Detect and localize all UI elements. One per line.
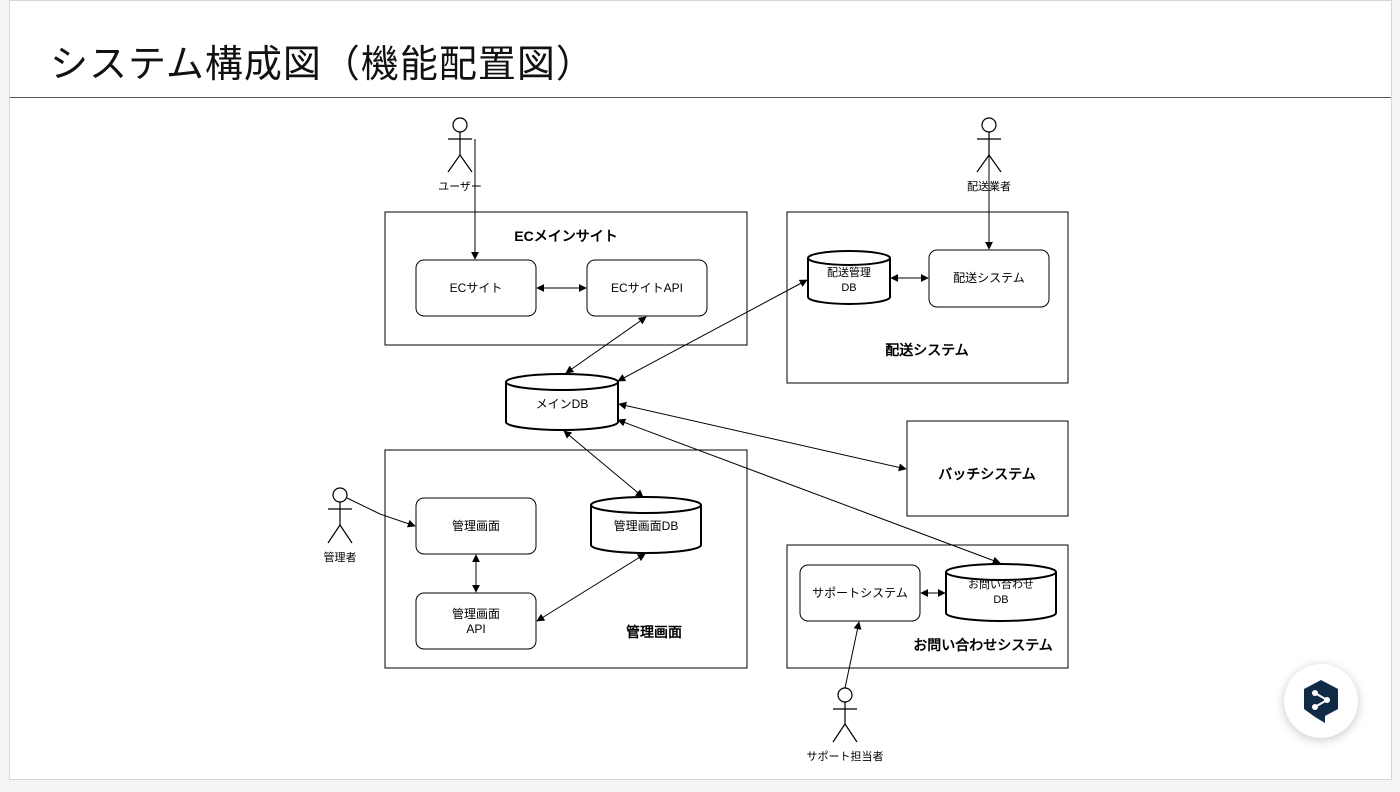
edge-main-db-inquiry-db	[617, 418, 1001, 565]
node-admin-screen	[415, 497, 537, 555]
node-delivery-system-label: 配送システム	[953, 270, 1025, 285]
edge-main-db-admin-db	[563, 430, 644, 498]
actor-user-icon	[447, 117, 473, 173]
title-bar: システム構成図（機能配置図）	[10, 1, 1391, 98]
actor-support-staff-label: サポート担当者	[807, 749, 884, 763]
db-delivery-label-2: DB	[841, 282, 856, 294]
db-main-label: メインDB	[536, 397, 589, 411]
node-support-system	[799, 564, 921, 622]
node-ec-site-label: ECサイト	[450, 281, 503, 295]
actor-support-staff-icon	[832, 687, 858, 743]
db-inquiry-label-1: お問い合わせ	[968, 577, 1034, 591]
node-support-system-label: サポートシステム	[812, 586, 908, 600]
actor-admin-icon	[327, 487, 353, 544]
edge-admin-api-admin-db	[536, 553, 646, 622]
node-ec-site	[415, 259, 537, 317]
db-main	[505, 373, 619, 431]
node-admin-screen-label: 管理画面	[452, 518, 500, 533]
edge-main-db-delivery-db	[617, 279, 808, 382]
deepl-translate-icon	[1304, 680, 1338, 723]
db-inquiry	[945, 563, 1057, 622]
group-label-admin-screen: 管理画面	[626, 624, 682, 640]
db-delivery-label-1: 配送管理	[827, 265, 871, 279]
actor-delivery-company-icon	[976, 117, 1002, 173]
group-label-delivery-system: 配送システム	[885, 342, 969, 358]
group-label-batch-system: バッチシステム	[938, 466, 1036, 482]
edge-support-staff-support-system	[844, 621, 862, 689]
node-admin-api	[415, 592, 537, 650]
slide-title: システム構成図（機能配置図）	[50, 42, 595, 86]
db-admin-label: 管理画面DB	[614, 518, 679, 533]
group-label-ec-main-site: ECメインサイト	[514, 228, 617, 244]
node-admin-api-label-1: 管理画面	[452, 606, 500, 621]
edge-admin-admin-screen	[346, 497, 416, 528]
db-inquiry-label-2: DB	[993, 594, 1008, 606]
node-admin-api-label-2: API	[466, 622, 485, 636]
floating-translate-button[interactable]	[1284, 664, 1358, 738]
actor-user-label: ユーザー	[438, 180, 482, 193]
node-ec-site-api-label: ECサイトAPI	[611, 281, 683, 295]
group-label-inquiry-system: お問い合わせシステム	[913, 637, 1053, 653]
node-delivery-system	[928, 249, 1050, 308]
slide: システム構成図（機能配置図）	[9, 0, 1392, 780]
db-delivery	[807, 250, 891, 305]
actor-admin-label: 管理者	[324, 550, 357, 564]
